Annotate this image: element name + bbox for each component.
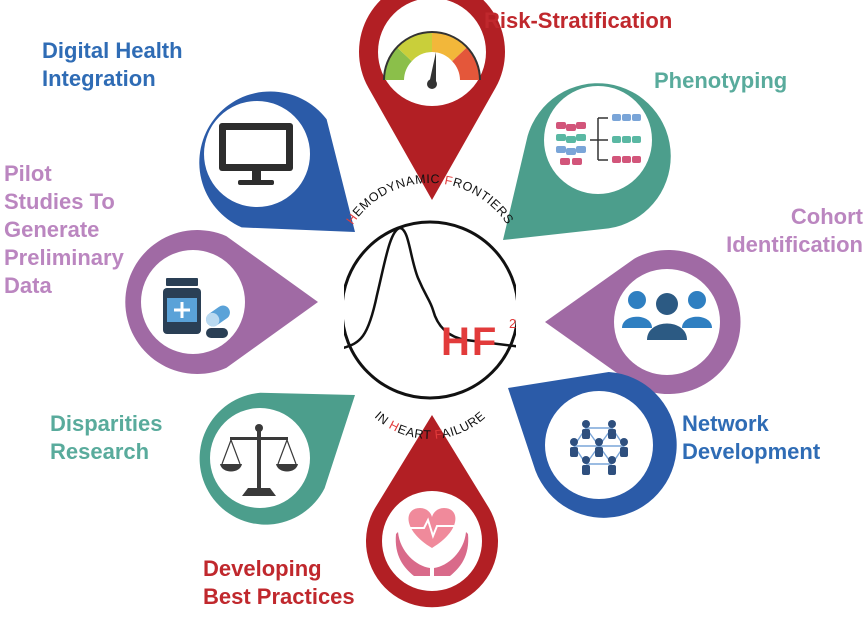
center-title-arc: HEMODYNAMIC FRONTIERS xyxy=(344,172,517,227)
pin-phenotyping xyxy=(503,83,671,240)
label-cohort-identification: Cohort Identification xyxy=(726,203,863,259)
label-phenotyping: Phenotyping xyxy=(654,67,787,95)
label-line: Studies To xyxy=(4,189,115,214)
label-line: Development xyxy=(682,439,821,464)
heart-hands-icon xyxy=(395,508,469,576)
label-line: Network xyxy=(682,411,769,436)
pin-network-development xyxy=(508,372,677,518)
center-emblem: HF 2 HEMODYNAMIC FRONTIERS IN HEART FAIL… xyxy=(330,172,530,442)
hf2-logo: HF xyxy=(441,320,498,364)
label-line: Research xyxy=(50,439,150,464)
pin-disparities-research xyxy=(199,392,355,525)
label-line: Disparities xyxy=(50,411,163,436)
people-group-icon xyxy=(622,291,712,340)
pin-best-practices xyxy=(366,415,498,608)
hf2-logo-superscript: 2 xyxy=(509,316,516,331)
scales-icon xyxy=(220,424,298,496)
label-disparities-research: Disparities Research xyxy=(50,410,163,466)
label-best-practices: Developing Best Practices xyxy=(203,555,355,611)
label-pilot-studies: Pilot Studies To Generate Preliminary Da… xyxy=(4,160,124,300)
gauge-icon xyxy=(383,31,481,89)
label-line: Identification xyxy=(726,232,863,257)
label-line: Integration xyxy=(42,66,156,91)
label-risk-stratification: Risk-Stratification xyxy=(484,7,672,35)
pin-pilot-studies xyxy=(125,230,318,374)
label-line: Preliminary xyxy=(4,245,124,270)
label-line: Digital Health xyxy=(42,38,183,63)
phenotype-groups-icon xyxy=(556,114,641,165)
label-line: Generate xyxy=(4,217,100,242)
label-network-development: Network Development xyxy=(682,410,820,466)
medicine-bottle-icon xyxy=(163,278,230,338)
label-line: Data xyxy=(4,273,52,298)
label-line: Best Practices xyxy=(203,584,355,609)
label-line: Developing xyxy=(203,556,322,581)
label-digital-health: Digital Health Integration xyxy=(42,37,183,93)
label-line: Cohort xyxy=(790,204,863,229)
label-line: Phenotyping xyxy=(654,68,788,93)
label-line: Pilot xyxy=(4,161,52,186)
monitor-icon xyxy=(219,123,293,185)
network-people-icon xyxy=(570,420,628,475)
label-line: Risk-Stratification xyxy=(484,8,673,33)
